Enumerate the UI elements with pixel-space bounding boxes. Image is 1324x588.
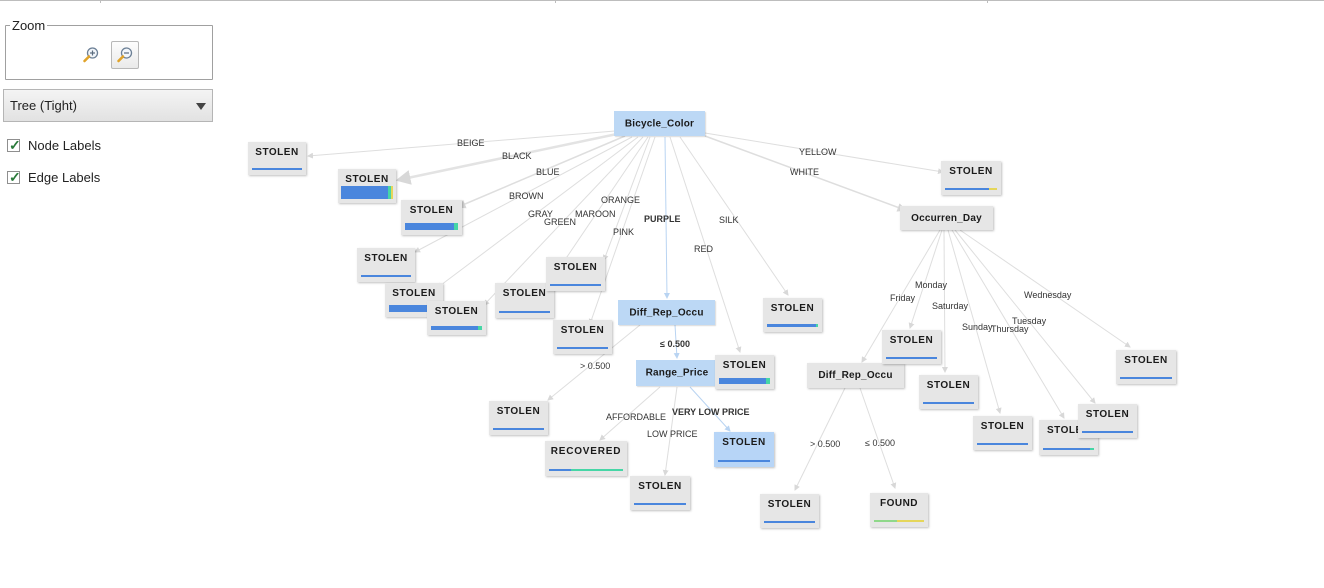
layout-dropdown-value: Tree (Tight) (10, 98, 77, 113)
node-labels-checkbox[interactable]: ✓ (7, 136, 21, 153)
edge-label: Friday (890, 293, 916, 303)
edge-label: ≤ 0.500 (660, 339, 690, 349)
tree-leaf-silk[interactable]: STOLEN (763, 298, 822, 332)
tree-leaf-saturday[interactable]: STOLEN (919, 375, 978, 409)
tree-leaf-sunday[interactable]: STOLEN (973, 416, 1032, 450)
edge-label: MAROON (575, 209, 616, 219)
edge-label: Tuesday (1012, 316, 1047, 326)
edge-label: YELLOW (799, 147, 837, 157)
tree-leaf-black[interactable]: STOLEN (338, 169, 396, 203)
checkmark-icon: ✓ (9, 168, 21, 185)
edge-label: Sunday (962, 322, 993, 332)
tree-leaf-blue[interactable]: STOLEN (401, 200, 462, 235)
edge-labels-label: Edge Labels (28, 169, 101, 185)
tree-leaf-friday-gt[interactable]: STOLEN (760, 494, 819, 528)
edge-labels-checkbox[interactable]: ✓ (7, 168, 21, 185)
zoom-group (5, 25, 213, 80)
zoom-in-button[interactable] (77, 41, 105, 69)
tree-leaf-beige[interactable]: STOLEN (248, 142, 306, 175)
tree-node-diff-rep-occu[interactable]: Diff_Rep_Occu (618, 300, 715, 325)
tree-leaf-low-price[interactable]: STOLEN (630, 476, 690, 510)
tree-leaf-monday[interactable]: STOLEN (882, 330, 941, 364)
tree-leaf-red[interactable]: STOLEN (715, 355, 774, 389)
node-labels-label: Node Labels (28, 137, 101, 153)
chevron-down-icon (196, 103, 206, 110)
edge-label: RED (694, 244, 714, 254)
edge-label: BROWN (509, 191, 544, 201)
tree-leaf-orange[interactable]: STOLEN (546, 257, 605, 291)
zoom-group-title: Zoom (10, 18, 48, 33)
edge-label: LOW PRICE (647, 429, 698, 439)
edge-label: GREEN (544, 217, 577, 227)
zoom-out-button[interactable] (111, 41, 139, 69)
edge-label: Saturday (932, 301, 969, 311)
edge-labels-option[interactable]: ✓ Edge Labels (7, 169, 100, 185)
top-divider (0, 0, 1324, 3)
tree-node-occurren-day[interactable]: Occurren_Day (900, 206, 993, 230)
edge-label: ≤ 0.500 (865, 438, 895, 448)
edge-label: Thursday (991, 324, 1029, 334)
edge-label: AFFORDABLE (606, 412, 667, 422)
layout-dropdown[interactable]: Tree (Tight) (3, 89, 213, 122)
edge-label: BLUE (536, 167, 560, 177)
tree-node-root[interactable]: Bicycle_Color (614, 111, 705, 136)
tree-leaf-maroon[interactable]: STOLEN (495, 283, 554, 318)
edge-label: ORANGE (601, 195, 641, 205)
tree-leaf-diff-gt[interactable]: STOLEN (489, 401, 548, 435)
tree-leaf-yellow[interactable]: STOLEN (941, 161, 1001, 195)
zoom-in-icon (83, 47, 99, 63)
edge-label: GRAY (528, 209, 553, 219)
tree-leaf-brown[interactable]: STOLEN (357, 248, 415, 282)
tree-leaf-friday-le[interactable]: FOUND (870, 493, 928, 527)
edge-label: Wednesday (1024, 290, 1072, 300)
edge-label: BLACK (502, 151, 532, 161)
edge-label: SILK (719, 215, 739, 225)
tree-leaf-affordable[interactable]: RECOVERED (545, 441, 627, 476)
tree-leaf-very-low-price[interactable]: STOLEN (714, 432, 774, 467)
zoom-out-icon (117, 47, 133, 63)
tree-leaf-pink[interactable]: STOLEN (553, 320, 612, 354)
edge-label: WHITE (790, 167, 819, 177)
tree-leaf-green[interactable]: STOLEN (427, 301, 486, 335)
edge-label: Monday (915, 280, 948, 290)
node-labels-option[interactable]: ✓ Node Labels (7, 137, 101, 153)
edge-label: > 0.500 (810, 439, 841, 449)
checkmark-icon: ✓ (9, 136, 21, 153)
edge-label: PURPLE (644, 214, 681, 224)
edge-label: > 0.500 (580, 361, 611, 371)
tree-node-range-price[interactable]: Range_Price (636, 360, 718, 386)
edge-label: BEIGE (457, 138, 485, 148)
edge-label: PINK (613, 227, 635, 237)
tree-node-diff-rep-occu-friday[interactable]: Diff_Rep_Occu (807, 363, 904, 388)
edge-label: VERY LOW PRICE (672, 407, 750, 417)
tree-leaf-tuesday[interactable]: STOLEN (1078, 404, 1137, 438)
tree-leaf-wednesday[interactable]: STOLEN (1116, 350, 1176, 384)
